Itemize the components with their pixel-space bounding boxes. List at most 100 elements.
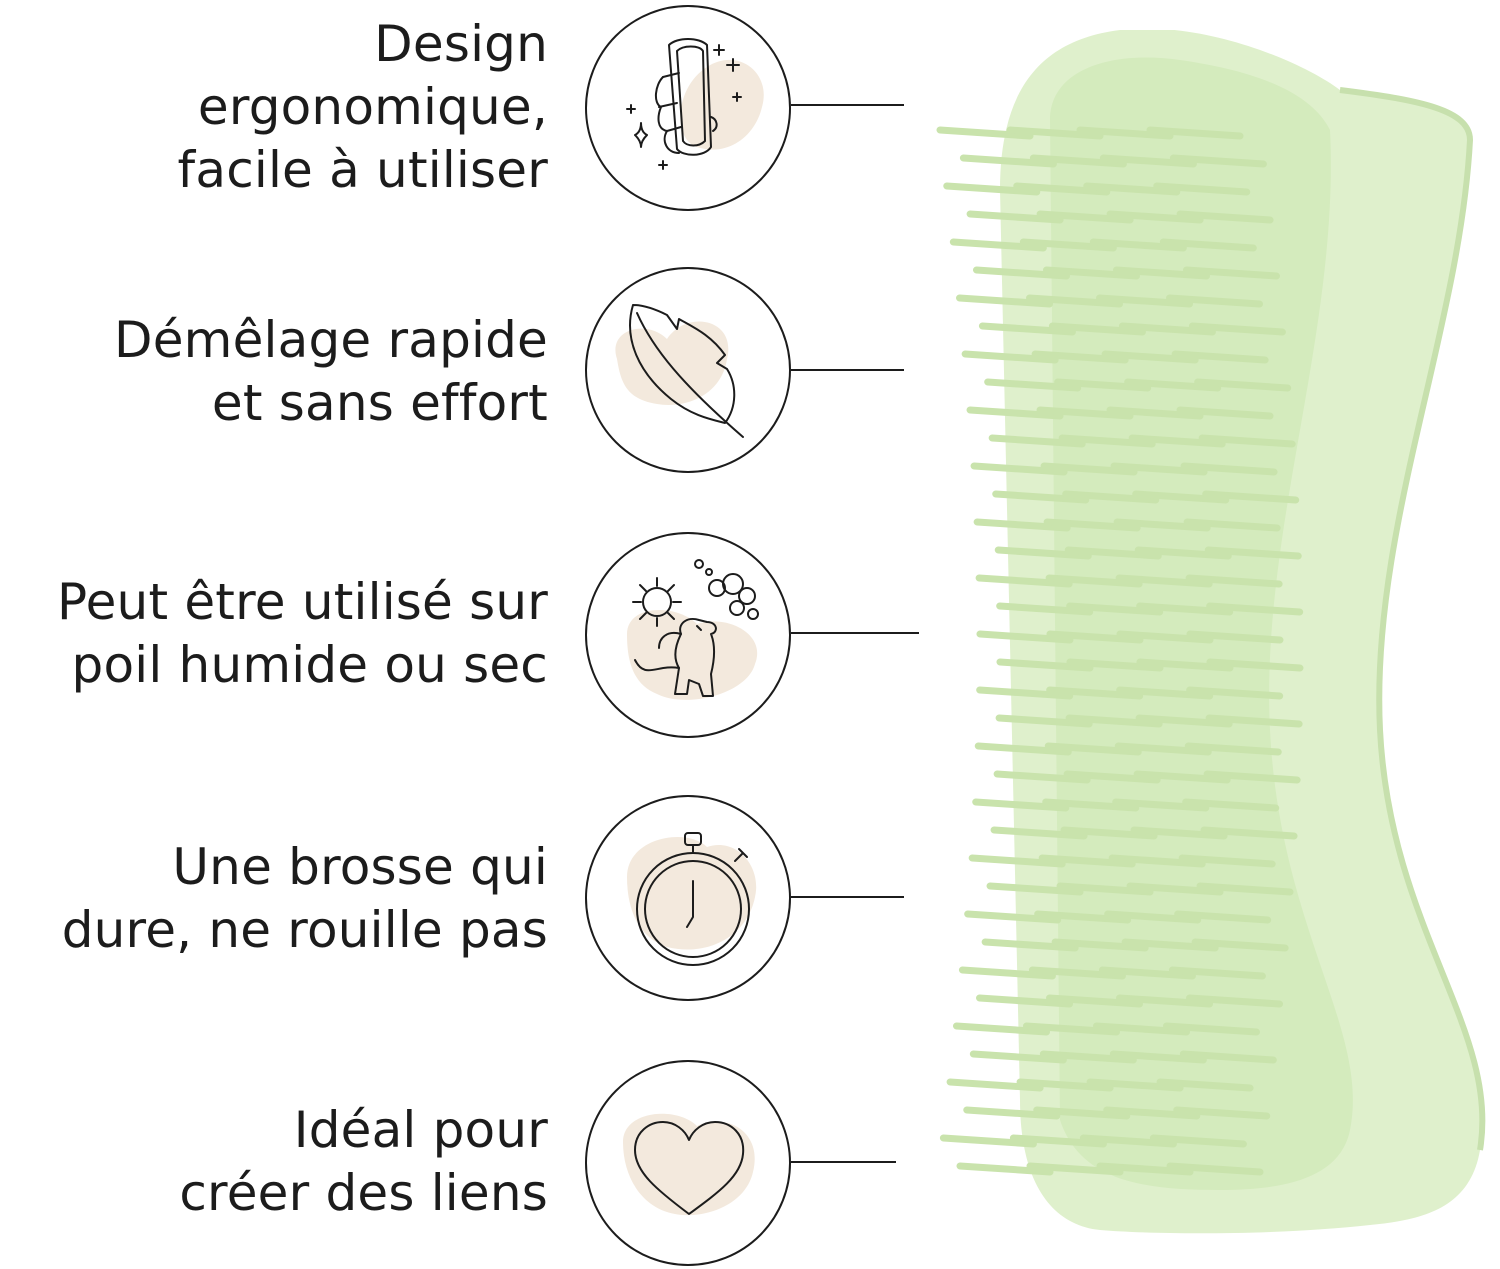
brush-pin — [1106, 406, 1204, 420]
brush-pin — [1156, 1078, 1254, 1092]
brush-pin — [1066, 658, 1164, 672]
brush-pin — [984, 378, 1082, 392]
brush-pin — [1046, 630, 1144, 644]
brush-pin — [1109, 1050, 1207, 1064]
brush-pin — [1176, 210, 1274, 224]
brush-pin — [1031, 350, 1129, 364]
brush-pin — [1044, 742, 1142, 756]
brush-pin — [1016, 1078, 1114, 1092]
brush-pin — [1135, 714, 1233, 728]
brush-pin — [974, 742, 1072, 756]
brush-pin — [996, 658, 1094, 672]
hand-holding-brush-icon — [585, 5, 791, 211]
brush-pin — [996, 602, 1094, 616]
brush-pin — [1126, 882, 1224, 896]
brush-pin — [1058, 434, 1156, 448]
brush-pin — [1136, 602, 1234, 616]
brush-pin — [1033, 1106, 1131, 1120]
brush-pin — [1132, 490, 1230, 504]
brush-pin — [1112, 266, 1210, 280]
brush-pin — [963, 1106, 1061, 1120]
brush-pin — [1028, 966, 1126, 980]
brush-pin — [1180, 462, 1278, 476]
brush-pin — [1116, 994, 1214, 1008]
brush-pin — [1133, 770, 1231, 784]
brush-pin — [1183, 518, 1281, 532]
brush-pin — [1060, 826, 1158, 840]
feature-badge — [585, 532, 791, 738]
brush-pin — [1191, 938, 1289, 952]
brush-pin — [1083, 182, 1181, 196]
brush-pin — [1108, 854, 1206, 868]
brush-pin — [1096, 1162, 1194, 1176]
brush-pin — [1116, 630, 1214, 644]
brush-pin — [1168, 966, 1266, 980]
feature-line: facile à utiliser — [177, 141, 548, 199]
brush-pin — [1118, 322, 1216, 336]
brush-pin — [969, 1050, 1067, 1064]
brush-pin — [1182, 266, 1280, 280]
brush-pin — [1196, 882, 1294, 896]
brush-pin — [1040, 462, 1138, 476]
brush-pin — [1174, 910, 1272, 924]
brush-pin — [958, 966, 1056, 980]
brush-pin — [939, 1134, 1037, 1148]
brush-pin — [1153, 182, 1251, 196]
brush-pin — [976, 686, 1074, 700]
brush-pin — [1089, 238, 1187, 252]
brush-pin — [1203, 770, 1301, 784]
brush-pin — [1106, 210, 1204, 224]
brush-pin — [1042, 266, 1140, 280]
brush-pin — [1202, 490, 1300, 504]
brush-pin — [966, 210, 1064, 224]
feature-wet-dry-text: Peut être utilisé sur poil humide ou sec — [0, 571, 548, 697]
feature-ergonomic-text: Design ergonomique, facile à utiliser — [0, 13, 548, 202]
brush-pin — [1051, 938, 1149, 952]
brush-pin — [1200, 826, 1298, 840]
brush-pin — [1006, 126, 1104, 140]
brush-pin — [959, 154, 1057, 168]
feature-line: Design — [374, 15, 548, 73]
feature-line: dure, ne rouille pas — [61, 901, 548, 959]
brush-pin — [1171, 350, 1269, 364]
brush-pin — [1128, 434, 1226, 448]
brush-pin — [1038, 854, 1136, 868]
brush-pin — [1026, 294, 1124, 308]
brush-pin — [1159, 238, 1257, 252]
brush-pin — [1063, 770, 1161, 784]
brush-pin — [1176, 406, 1274, 420]
feature-line: Idéal pour — [293, 1101, 548, 1159]
brush-pin — [968, 854, 1066, 868]
brush-pin — [1116, 686, 1214, 700]
brush-pin — [1062, 490, 1160, 504]
brush-pin — [1101, 350, 1199, 364]
brush-pin — [993, 770, 1091, 784]
feature-line: et sans effort — [211, 374, 548, 432]
brush-pin — [949, 238, 1047, 252]
connector-line — [791, 632, 919, 634]
brush-pin — [1034, 910, 1132, 924]
brush-pin — [972, 798, 1070, 812]
feature-line: Peut être utilisé sur — [57, 573, 548, 631]
brush-pin — [986, 882, 1084, 896]
brush-pin — [1115, 574, 1213, 588]
brush-pin — [952, 1022, 1050, 1036]
brush-pin — [1103, 1106, 1201, 1120]
brush-pin — [1184, 742, 1282, 756]
brush-pin — [1022, 1022, 1120, 1036]
brush-pin — [1204, 546, 1302, 560]
feature-bonding-text: Idéal pour créer des liens — [0, 1099, 548, 1225]
stopwatch-icon — [627, 832, 757, 966]
brush-pin — [1056, 882, 1154, 896]
brush-pin — [966, 406, 1064, 420]
brush-pin — [1134, 546, 1232, 560]
brush-pin — [1054, 378, 1152, 392]
brush-pin — [1048, 322, 1146, 336]
connector-line — [791, 896, 904, 898]
brush-pin — [1182, 798, 1280, 812]
brush-pin — [1096, 294, 1194, 308]
brush-pin — [964, 910, 1062, 924]
connector-line — [791, 1161, 896, 1163]
brush-pin — [956, 294, 1054, 308]
brush-pin — [1079, 1134, 1177, 1148]
